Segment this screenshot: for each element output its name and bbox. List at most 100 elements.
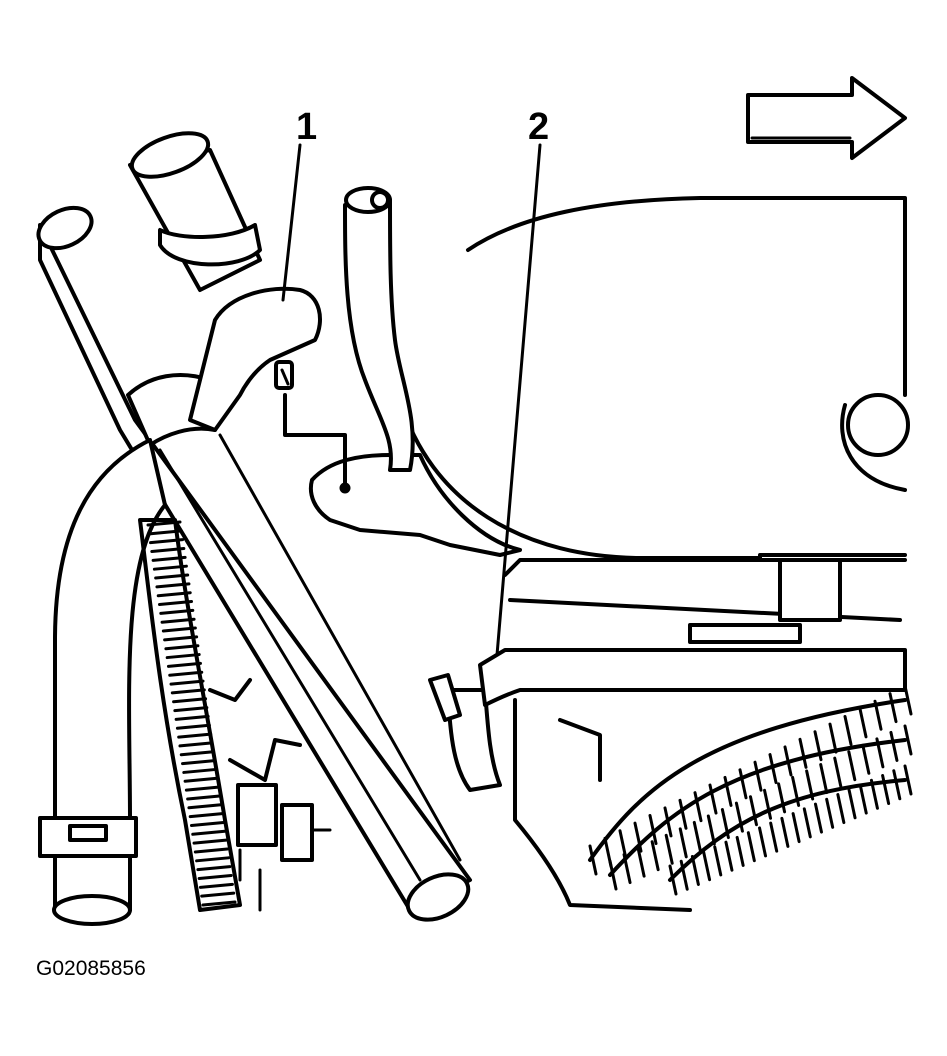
harness-rib — [702, 850, 712, 882]
harness-rib — [679, 859, 689, 891]
harness-rib — [151, 555, 187, 562]
harness-rib — [188, 812, 224, 819]
harness-rib — [192, 838, 228, 845]
harness-rib — [706, 814, 716, 846]
harness-rib — [152, 564, 188, 571]
harness-rib — [191, 829, 227, 836]
harness-rib — [903, 684, 913, 716]
harness-rib — [195, 856, 231, 863]
harness-rib — [753, 760, 763, 792]
lower-bracket — [513, 698, 692, 912]
callout-label-1: 1 — [296, 106, 318, 148]
harness-rib — [169, 679, 205, 686]
harness-rib — [783, 745, 793, 777]
harness-rib — [170, 688, 206, 695]
harness-rib — [197, 873, 233, 880]
harness-rib — [708, 783, 718, 815]
callout-1-leader — [281, 143, 302, 302]
harness-rib — [858, 707, 868, 739]
harness-rib — [178, 741, 214, 748]
harness-rib — [798, 737, 808, 769]
harness-rib — [181, 759, 217, 766]
harness-rib — [664, 833, 674, 865]
engine-block — [398, 196, 910, 561]
harness-rib — [828, 722, 838, 754]
vertical-hose — [343, 186, 415, 472]
left-curved-hose — [38, 438, 167, 926]
harness-rib — [189, 820, 225, 827]
harness-rib — [777, 782, 787, 814]
harness-rib — [889, 730, 899, 762]
right-corrugated-harness — [588, 684, 913, 896]
figure-id: G02085856 — [36, 957, 146, 980]
harness-rib — [690, 854, 700, 886]
harness-rib — [150, 547, 186, 554]
harness-rib — [147, 529, 183, 536]
harness-rib — [692, 820, 702, 852]
harness-rib — [746, 831, 756, 863]
harness-rib — [177, 732, 213, 739]
harness-rib — [768, 753, 778, 785]
harness-rib — [847, 750, 857, 782]
harness-rib — [720, 808, 730, 840]
callout-label-2: 2 — [528, 106, 550, 148]
harness-rib — [903, 764, 913, 796]
harness-rib — [678, 798, 688, 830]
harness-rib — [693, 791, 703, 823]
harness-rib — [748, 795, 758, 827]
harness-rib — [196, 865, 232, 872]
harness-rib — [892, 769, 902, 801]
harness-rib — [161, 626, 197, 633]
harness-rib — [166, 661, 202, 668]
harness-rib — [588, 844, 598, 876]
harness-rib — [186, 794, 222, 801]
harness-rib — [802, 807, 812, 839]
harness-rib — [791, 775, 801, 807]
harness-rib — [833, 756, 843, 788]
harness-rib — [172, 697, 208, 704]
lower-left-components — [208, 678, 332, 912]
harness-rib — [175, 723, 211, 730]
harness-rib — [861, 743, 871, 775]
harness-rib — [198, 882, 234, 889]
harness-rib — [663, 806, 673, 838]
harness-rib — [648, 814, 658, 846]
harness-rib — [875, 737, 885, 769]
callout-2-leader — [495, 143, 542, 657]
harness-rib — [819, 763, 829, 795]
harness-rib — [633, 821, 643, 853]
harness-rib — [738, 768, 748, 800]
harness-rib — [149, 538, 185, 545]
harness-rib — [156, 591, 192, 598]
harness-rib — [847, 788, 857, 820]
harness-rib — [805, 769, 815, 801]
harness-rib — [193, 847, 229, 854]
harness-rib — [163, 635, 199, 642]
harness-rib — [843, 714, 853, 746]
harness-rib — [724, 840, 734, 872]
mount-bracket — [283, 393, 522, 557]
harness-rib — [813, 730, 823, 762]
sensor-connector — [188, 286, 322, 432]
harness-rib — [888, 692, 898, 724]
harness-rib — [155, 582, 191, 589]
harness-rib — [836, 793, 846, 825]
harness-rib — [146, 520, 182, 527]
harness-rib — [160, 617, 196, 624]
harness-rib — [608, 859, 618, 891]
harness-rib — [184, 785, 220, 792]
harness-rib — [650, 840, 660, 872]
vacuum-line-assembly — [428, 558, 907, 792]
harness-rib — [168, 670, 204, 677]
harness-rib — [734, 801, 744, 833]
harness-rib — [622, 853, 632, 885]
upper-stub-hose — [128, 131, 262, 292]
harness-rib — [173, 706, 209, 713]
harness-rib — [903, 724, 913, 756]
harness-rib — [825, 797, 835, 829]
harness-rib — [636, 846, 646, 878]
harness-rib — [713, 845, 723, 877]
harness-rib — [735, 835, 745, 867]
harness-rib — [183, 776, 219, 783]
